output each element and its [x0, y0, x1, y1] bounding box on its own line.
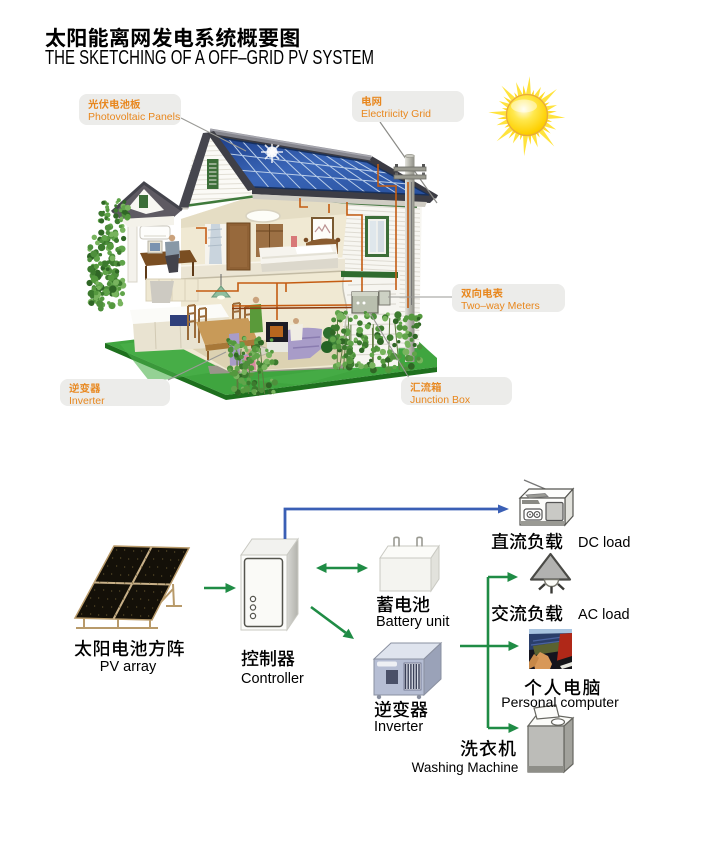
- svg-text:THE SKETCHING OF A OFF–GRID PV: THE SKETCHING OF A OFF–GRID PV SYSTEM: [45, 46, 374, 69]
- svg-text:PV array: PV array: [100, 659, 157, 675]
- svg-text:AC load: AC load: [578, 607, 630, 623]
- svg-text:Controller: Controller: [241, 671, 304, 687]
- svg-text:Photovoltaic Panels: Photovoltaic Panels: [88, 111, 180, 123]
- svg-text:Inverter: Inverter: [374, 719, 423, 735]
- svg-text:Inverter: Inverter: [69, 395, 105, 407]
- svg-text:DC load: DC load: [578, 535, 630, 551]
- svg-text:Personal computer: Personal computer: [501, 694, 619, 710]
- svg-text:Junction Box: Junction Box: [410, 394, 471, 406]
- svg-text:Electriicity Grid: Electriicity Grid: [361, 108, 431, 120]
- svg-text:Two–way Meters: Two–way Meters: [461, 300, 540, 312]
- svg-text:Washing Machine: Washing Machine: [412, 760, 519, 775]
- svg-text:Battery unit: Battery unit: [376, 614, 449, 630]
